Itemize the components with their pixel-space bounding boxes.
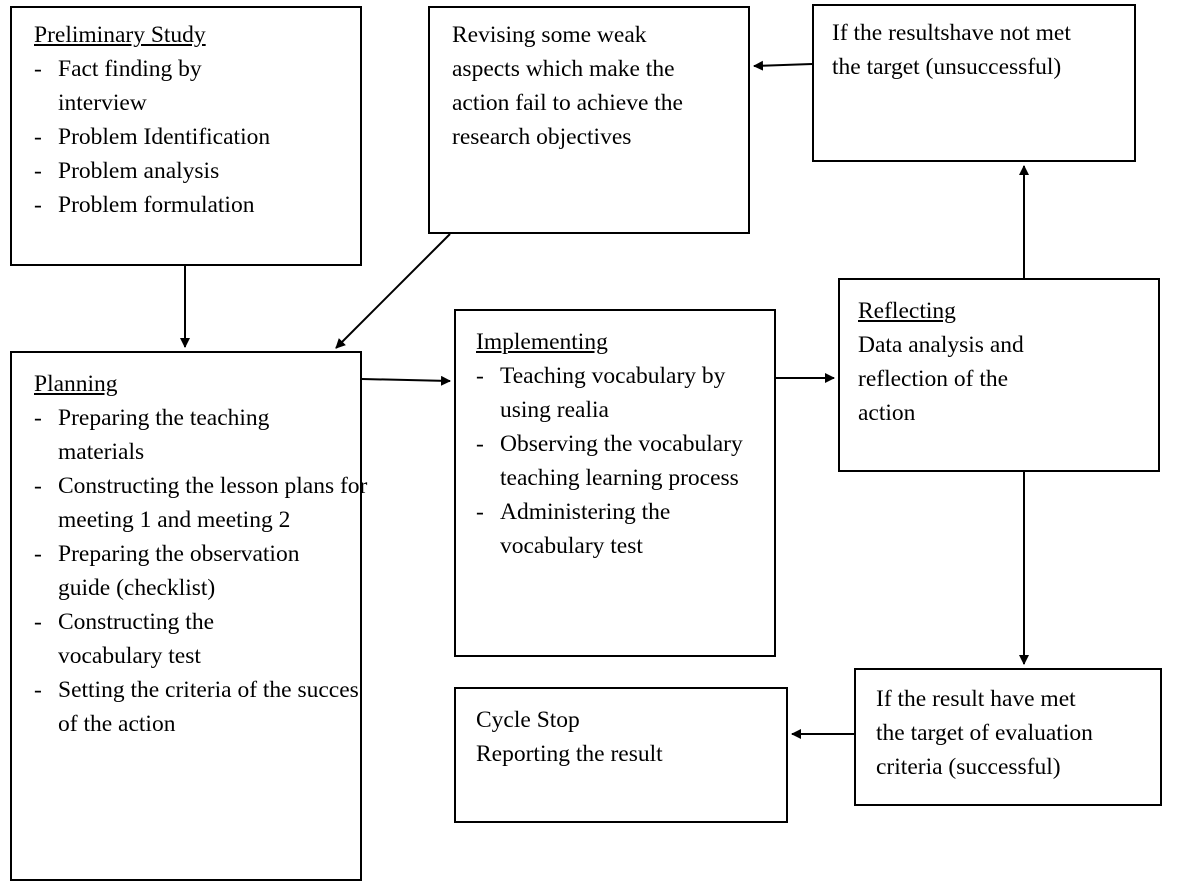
- successful-line-3: criteria (successful): [876, 754, 1061, 780]
- planning-item-4: Constructing the vocabulary test: [34, 605, 318, 673]
- reflecting-title: Reflecting: [858, 298, 956, 324]
- preliminary-study-box: Preliminary Study Fact finding by interv…: [10, 6, 362, 266]
- planning-item-1: Preparing the teaching materials: [34, 401, 348, 469]
- preliminary-item-3: Problem analysis: [34, 154, 350, 188]
- cycle-stop-line-1: Cycle Stop: [476, 707, 580, 733]
- revising-line-1: Revising some weak: [452, 22, 647, 48]
- planning-item-5: Setting the criteria of the succes of th…: [34, 673, 368, 741]
- implementing-item-1: Teaching vocabulary by using realia: [476, 359, 770, 427]
- planning-item-3: Preparing the observation guide (checkli…: [34, 537, 318, 605]
- preliminary-study-title: Preliminary Study: [34, 22, 206, 48]
- reflecting-box: Reflecting Data analysis and reflection …: [838, 278, 1160, 472]
- planning-item-2: Constructing the lesson plans for meetin…: [34, 469, 368, 537]
- arrow-unsuccessful-to-revising: [753, 60, 813, 71]
- revising-line-3: action fail to achieve the: [452, 90, 683, 116]
- revising-line-2: aspects which make the: [452, 56, 675, 82]
- implementing-item-2: Observing the vocabulary teaching learni…: [476, 427, 770, 495]
- revising-box: Revising some weak aspects which make th…: [428, 6, 750, 234]
- preliminary-item-2: Problem Identification: [34, 120, 350, 154]
- successful-line-1: If the result have met: [876, 686, 1076, 712]
- reflecting-line-2: reflection of the: [858, 366, 1009, 392]
- unsuccessful-line-2: the target (unsuccessful): [832, 54, 1062, 80]
- cycle-stop-line-2: Reporting the result: [476, 741, 663, 767]
- unsuccessful-line-1: If the resultshave not met: [832, 20, 1071, 46]
- planning-title: Planning: [34, 371, 118, 397]
- preliminary-item-1: Fact finding by interview: [34, 52, 288, 120]
- implementing-box: Implementing Teaching vocabulary by usin…: [454, 309, 776, 657]
- cycle-stop-box: Cycle Stop Reporting the result: [454, 687, 788, 823]
- planning-box: Planning Preparing the teaching material…: [10, 351, 367, 881]
- successful-line-2: the target of evaluation: [876, 720, 1093, 746]
- reflecting-line-1: Data analysis and: [858, 332, 1024, 358]
- implementing-item-3: Administering the vocabulary test: [476, 495, 770, 563]
- implementing-title: Implementing: [476, 329, 608, 355]
- preliminary-item-4: Problem formulation: [34, 188, 350, 222]
- unsuccessful-box: If the resultshave not met the target (u…: [812, 4, 1136, 162]
- arrow-planning-to-implementing: [361, 375, 451, 386]
- reflecting-line-3: action: [858, 400, 916, 426]
- revising-line-4: research objectives: [452, 124, 632, 150]
- successful-box: If the result have met the target of eva…: [854, 668, 1162, 806]
